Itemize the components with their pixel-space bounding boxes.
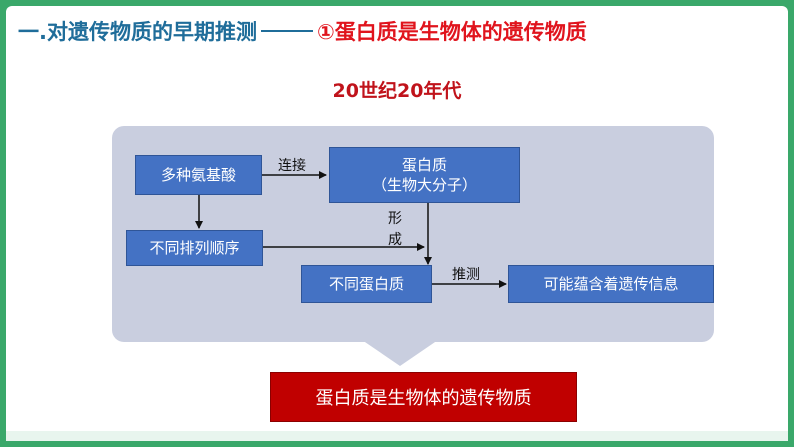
era-label: 20世纪20年代 [332,80,462,102]
protein-line1: 蛋白质 [401,155,447,174]
box-amino-acids: 多种氨基酸 [135,155,262,195]
box-possible-info: 可能蕴含着遗传信息 [508,265,714,303]
label-form-1: 形 [388,211,402,227]
title-left: 一.对遗传物质的早期推测 [18,20,257,44]
box-different-proteins: 不同蛋白质 [301,265,432,303]
protein-line2: （生物大分子） [371,176,477,194]
down-arrow [362,340,438,366]
bottom-strip [6,431,788,441]
box-protein: 蛋白质 （生物大分子） [329,147,520,203]
conclusion-box: 蛋白质是生物体的遗传物质 [270,372,577,422]
title-connector-line [260,30,313,32]
box-arrangement: 不同排列顺序 [126,230,263,266]
label-infer: 推测 [452,267,480,283]
label-connect: 连接 [278,158,306,174]
slide-title: 一.对遗传物质的早期推测 ①蛋白质是生物体的遗传物质 [18,14,587,48]
label-form-2: 成 [388,232,402,248]
title-right: ①蛋白质是生物体的遗传物质 [316,20,587,44]
